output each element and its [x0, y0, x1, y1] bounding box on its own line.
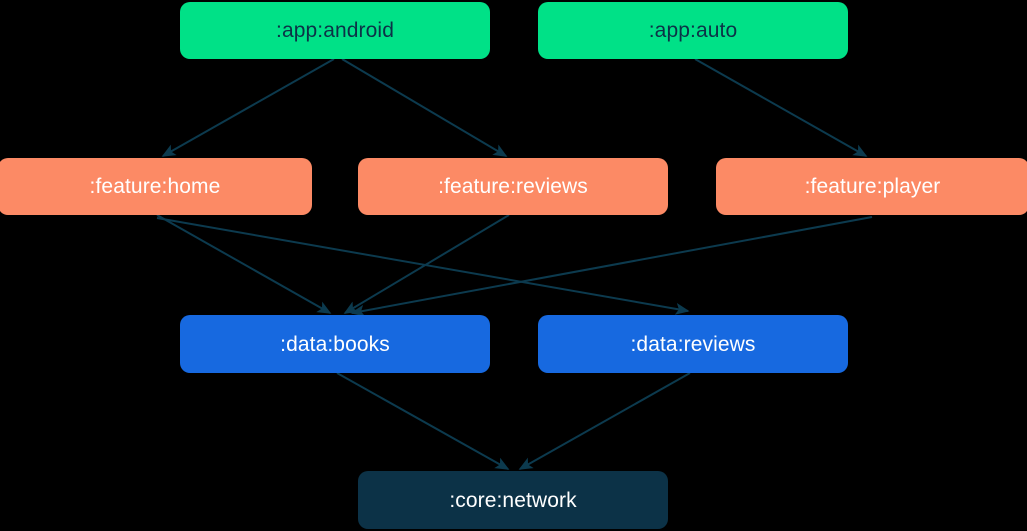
- graph-edge-feature-player-to-data-books: [350, 216, 873, 317]
- graph-edge-data-reviews-to-core-network: [518, 372, 691, 470]
- graph-node-app-auto[interactable]: :app:auto: [538, 2, 848, 59]
- graph-edge-feature-home-to-data-books: [156, 214, 332, 314]
- graph-edge-feature-reviews-to-data-books: [343, 214, 510, 314]
- graph-node-feature-reviews[interactable]: :feature:reviews: [358, 158, 668, 215]
- graph-node-feature-home[interactable]: :feature:home: [0, 158, 312, 215]
- graph-node-app-android[interactable]: :app:android: [180, 2, 490, 59]
- graph-node-feature-player[interactable]: :feature:player: [716, 158, 1027, 215]
- graph-edge-data-books-to-core-network: [336, 372, 510, 470]
- graph-edge-app-auto-to-feature-player: [694, 58, 868, 157]
- graph-node-data-books[interactable]: :data:books: [180, 315, 490, 373]
- graph-node-data-reviews[interactable]: :data:reviews: [538, 315, 848, 373]
- graph-edge-app-android-to-feature-home: [161, 58, 335, 157]
- graph-edge-feature-home-to-data-reviews: [156, 217, 690, 315]
- graph-node-core-network[interactable]: :core:network: [358, 471, 668, 529]
- graph-edges: [156, 58, 873, 470]
- graph-edge-app-android-to-feature-reviews: [341, 58, 508, 157]
